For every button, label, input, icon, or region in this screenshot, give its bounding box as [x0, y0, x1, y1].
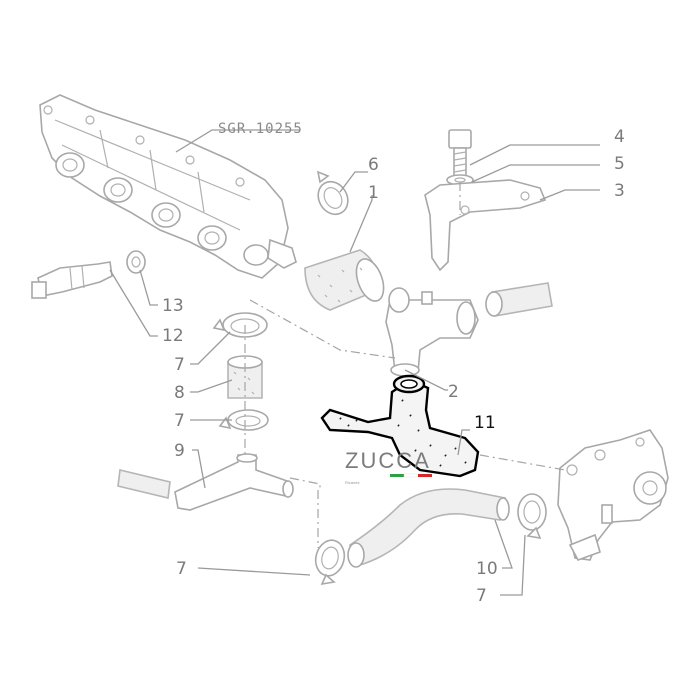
callout-7-lower-right: 7 — [476, 586, 487, 606]
thermostat-housing-part-2 — [385, 287, 479, 377]
callout-8: 8 — [174, 383, 185, 403]
bracket-part-3 — [424, 179, 547, 272]
callout-leaders — [109, 144, 600, 596]
assembly-lines — [244, 299, 566, 548]
lower-hose-part-10 — [347, 488, 510, 568]
callout-5: 5 — [614, 154, 625, 174]
callout-10: 10 — [476, 559, 498, 579]
hose-clamp-part-6 — [316, 170, 349, 216]
brand-flag-white — [403, 473, 419, 478]
sealing-washer-part-13 — [126, 250, 146, 274]
manifold-reference-callout: SGR.10255 — [175, 121, 303, 153]
callout-9: 9 — [174, 441, 185, 461]
pipe-tee-part-9 — [117, 453, 294, 511]
intake-manifold — [39, 94, 297, 279]
callout-13: 13 — [162, 296, 184, 316]
water-pump — [557, 429, 669, 561]
hose-clamp-part-7-left — [314, 539, 346, 586]
highlighted-hose-part-11 — [320, 374, 480, 478]
bolt-part-4 — [448, 129, 472, 177]
callout-3: 3 — [614, 181, 625, 201]
hose-clamp-part-7-right — [517, 493, 547, 540]
callout-4: 4 — [614, 127, 625, 147]
temperature-sensor-part-12 — [31, 261, 113, 299]
brand-flag-red — [418, 474, 432, 477]
callout-7-lower-left: 7 — [176, 559, 187, 579]
callout-7-middle: 7 — [174, 411, 185, 431]
brand-watermark: ZUCCA Ricambi — [345, 448, 432, 485]
manifold-reference-label: SGR.10255 — [218, 121, 303, 137]
bypass-hose-right — [485, 282, 553, 317]
callout-1: 1 — [368, 183, 379, 203]
hose-sleeve-part-8 — [227, 355, 263, 399]
callout-labels: 4 5 3 6 1 13 12 7 8 7 2 11 9 10 7 7 — [162, 127, 625, 606]
hose-clamp-part-7-upper — [212, 312, 268, 338]
callout-7-upper: 7 — [174, 355, 185, 375]
hose-part-1 — [304, 249, 385, 311]
callout-11: 11 — [474, 413, 496, 433]
hose-clamp-part-7-lower — [218, 409, 269, 431]
callout-12: 12 — [162, 326, 184, 346]
brand-flag-green — [390, 474, 404, 477]
brand-tagline: Ricambi — [345, 480, 360, 485]
callout-2: 2 — [448, 382, 459, 402]
brand-name: ZUCCA — [345, 448, 431, 473]
callout-6: 6 — [368, 155, 379, 175]
